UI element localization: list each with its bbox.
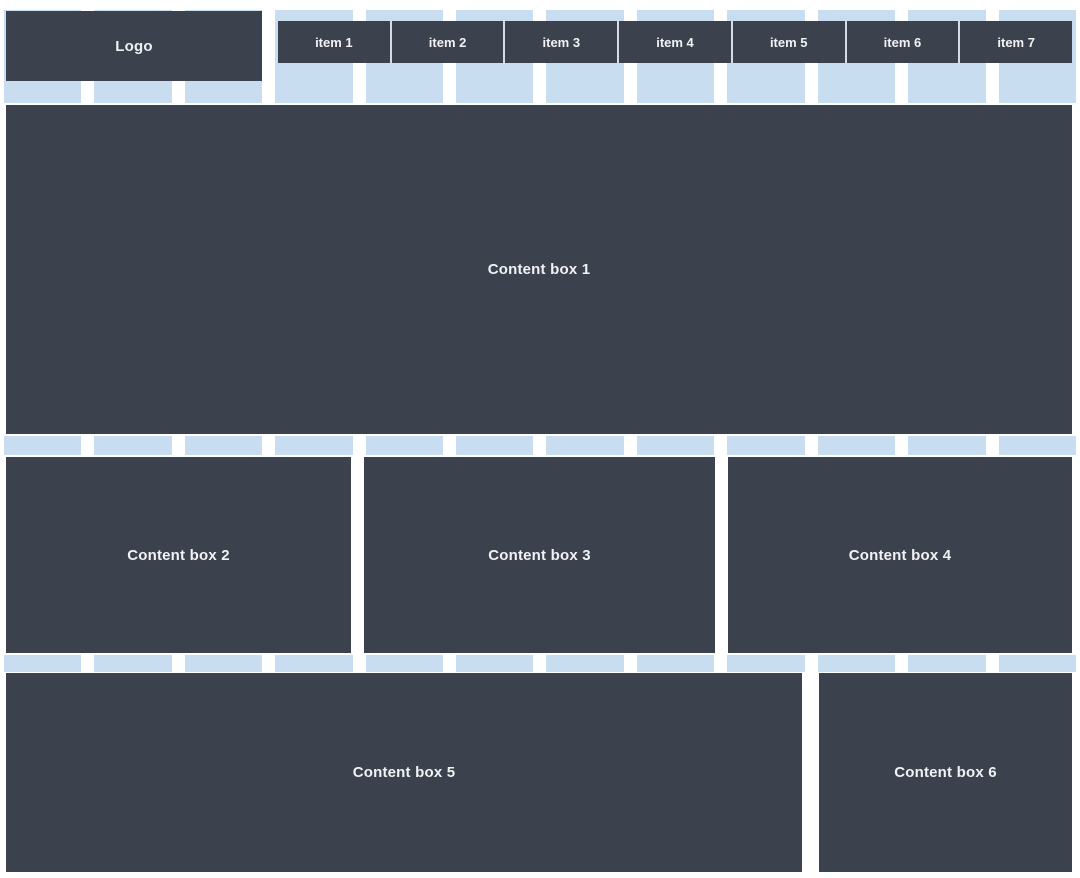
nav-item-label: item 5	[769, 34, 808, 50]
grid-column-track	[4, 655, 82, 672]
grid-column-track	[94, 436, 172, 455]
nav-item-label: item 6	[883, 34, 922, 50]
grid-columns-gap-band-2	[4, 655, 1076, 672]
content-box-5: Content box 5	[6, 673, 802, 872]
content-box-label: Content box 1	[487, 261, 591, 278]
content-box-label: Content box 6	[894, 764, 997, 781]
logo-label: Logo	[115, 37, 153, 55]
nav-item-6[interactable]: item 6	[844, 21, 959, 63]
grid-column-track	[908, 436, 986, 455]
content-box-3: Content box 3	[364, 457, 715, 653]
nav-item-label: item 7	[997, 34, 1035, 50]
grid-column-track	[456, 436, 534, 455]
navbar: item 1 item 2 item 3 item 4 item 5 item …	[278, 21, 1073, 63]
grid-column-track	[94, 655, 172, 672]
content-box-label: Content box 2	[127, 546, 230, 564]
content-box-6: Content box 6	[819, 673, 1072, 872]
grid-column-track	[184, 436, 263, 455]
grid-column-track	[636, 436, 715, 455]
content-box-2: Content box 2	[6, 457, 351, 653]
grid-columns-gap-band-1	[4, 436, 1076, 455]
grid-column-track	[365, 655, 444, 672]
grid-column-track	[275, 655, 353, 672]
grid-column-track	[908, 655, 986, 672]
nav-item-5[interactable]: item 5	[730, 21, 845, 63]
grid-column-track	[456, 655, 534, 672]
grid-column-track	[727, 655, 805, 672]
content-box-label: Content box 4	[848, 546, 952, 564]
nav-item-4[interactable]: item 4	[617, 21, 731, 63]
grid-column-track	[636, 655, 715, 672]
grid-column-track	[546, 436, 624, 455]
logo[interactable]: Logo	[6, 11, 262, 81]
grid-column-track	[4, 436, 82, 455]
nav-item-1[interactable]: item 1	[278, 21, 390, 63]
nav-item-label: item 1	[315, 34, 353, 50]
nav-item-label: item 3	[542, 34, 581, 50]
grid-column-track	[275, 436, 353, 455]
nav-item-label: item 2	[428, 34, 467, 50]
grid-column-track	[998, 436, 1076, 455]
grid-column-track	[817, 655, 896, 672]
grid-column-track	[365, 436, 444, 455]
grid-column-track	[727, 436, 805, 455]
nav-item-7[interactable]: item 7	[958, 21, 1073, 63]
content-box-4: Content box 4	[728, 457, 1072, 653]
grid-column-track	[546, 655, 624, 672]
grid-column-track	[998, 655, 1076, 672]
nav-item-label: item 4	[656, 34, 694, 50]
nav-item-2[interactable]: item 2	[389, 21, 504, 63]
grid-column-track	[817, 436, 896, 455]
content-box-label: Content box 5	[352, 764, 456, 781]
content-box-1: Content box 1	[6, 105, 1072, 434]
nav-item-3[interactable]: item 3	[503, 21, 618, 63]
grid-column-track	[184, 655, 263, 672]
content-box-label: Content box 3	[488, 546, 591, 564]
